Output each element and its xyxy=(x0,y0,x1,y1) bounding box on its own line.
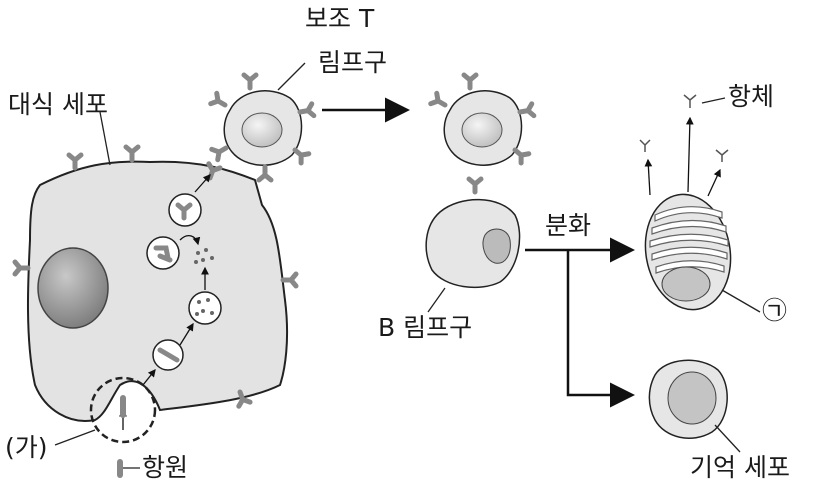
label-plasma-marker: ㉠ xyxy=(762,296,788,325)
macrophage-cell xyxy=(15,111,296,478)
vesicle-mhc xyxy=(146,236,180,270)
b-lymphocyte xyxy=(425,198,521,313)
antigen-fragments xyxy=(194,248,214,264)
differentiation-arrows xyxy=(525,237,635,408)
label-antigen: 항원 xyxy=(142,453,189,482)
label-helper-t-line2: 림프구 xyxy=(318,48,388,77)
label-ga: (가) xyxy=(5,433,48,462)
plasma-cell xyxy=(639,94,761,313)
ga-phagocytosis-region xyxy=(89,376,157,444)
vesicle-digested xyxy=(188,291,222,325)
memory-cell xyxy=(648,359,741,453)
label-helper-t: 보조 T xyxy=(305,4,375,33)
antibody-icons xyxy=(639,94,729,162)
label-antibody: 항체 xyxy=(728,82,775,111)
label-memory-cell: 기억 세포 xyxy=(690,453,790,482)
label-b-lymphocyte: B 림프구 xyxy=(378,313,473,342)
helper-t-cell-2 xyxy=(431,75,534,192)
helper-t-cell-1 xyxy=(211,62,314,180)
label-differentiation: 분화 xyxy=(545,211,592,240)
macrophage-nucleus xyxy=(37,247,109,329)
label-macrophage: 대식 세포 xyxy=(8,90,108,119)
